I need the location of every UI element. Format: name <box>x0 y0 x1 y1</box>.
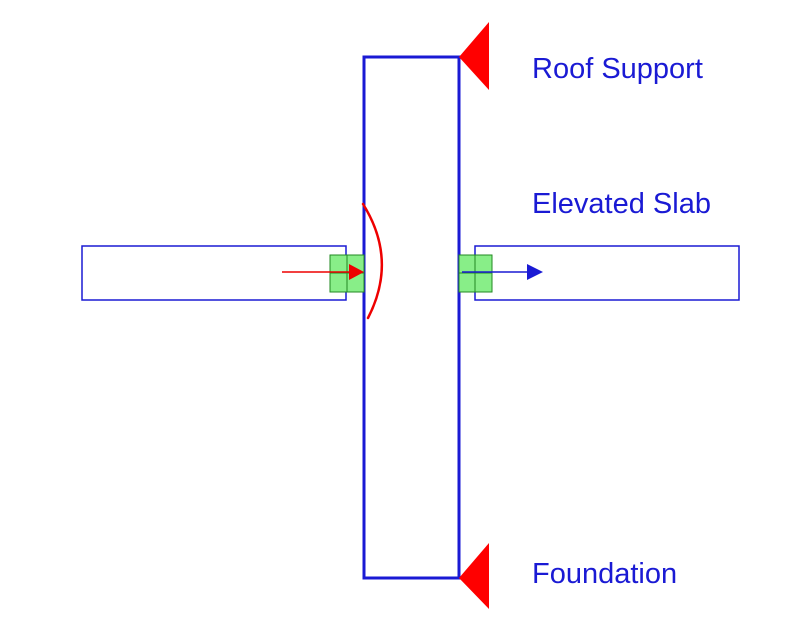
inward-force-arrow <box>282 264 364 280</box>
deflection-curve <box>361 202 383 320</box>
roof-support-triangle <box>459 22 489 90</box>
outward-force-arrow <box>462 264 543 280</box>
right-connection <box>458 254 493 293</box>
foundation-support-triangle <box>459 543 489 609</box>
left-slab <box>81 245 347 301</box>
elevated-slab-label: Elevated Slab <box>532 188 711 220</box>
foundation-label: Foundation <box>532 558 678 590</box>
column <box>362 55 461 580</box>
outward-arrow-head <box>527 264 543 280</box>
roof-support-label: Roof Support <box>532 53 703 85</box>
inward-arrow-head <box>349 264 364 280</box>
right-slab <box>474 245 740 301</box>
